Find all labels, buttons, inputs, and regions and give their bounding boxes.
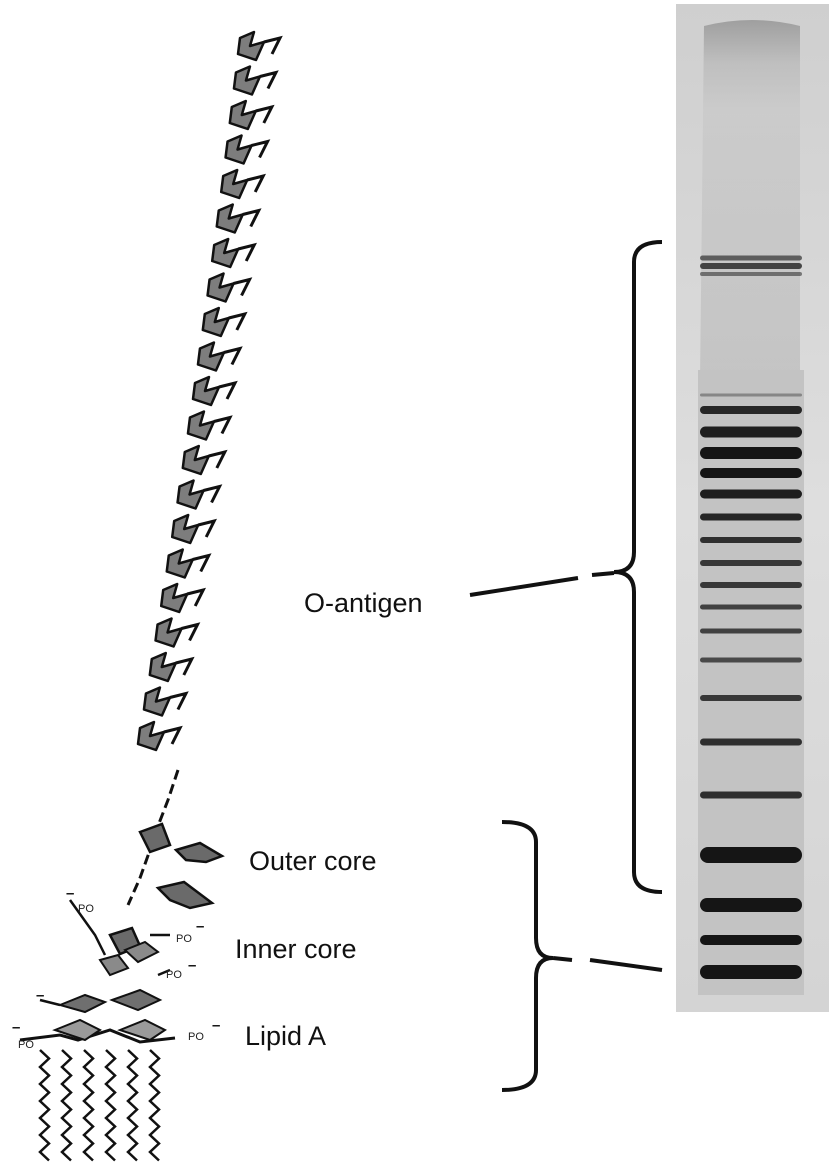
sugar-unit — [193, 377, 235, 405]
gel-band — [700, 490, 802, 499]
sugar-unit — [172, 515, 214, 543]
sugar-unit — [188, 412, 230, 440]
phosphate-label: PO — [166, 969, 182, 981]
gel-band — [700, 468, 802, 478]
sugar-unit — [226, 136, 268, 164]
sugar-unit — [217, 205, 259, 233]
phosphate-label: PO — [176, 933, 192, 945]
gel-band — [700, 695, 802, 701]
gel-band — [700, 560, 802, 566]
sugar-unit — [138, 722, 180, 750]
gel-band — [700, 792, 802, 799]
phosphate-label: PO — [188, 1031, 204, 1043]
gel-band — [700, 739, 802, 746]
gel-band — [700, 582, 802, 588]
lipid-a-label: Lipid A — [245, 1021, 326, 1051]
o-antigen-leader-line — [592, 573, 614, 575]
sugar-unit — [221, 170, 263, 198]
lipid-a-structure — [20, 900, 175, 1161]
sugar-unit — [212, 239, 254, 267]
gel-band — [700, 965, 802, 979]
o-antigen-label: O-antigen — [304, 588, 423, 618]
acyl-chain — [40, 1050, 49, 1161]
core-lipid-bracket — [502, 822, 553, 1090]
inner-core-label: Inner core — [235, 934, 357, 964]
o-antigen-bracket — [614, 242, 662, 892]
core-leader-line — [590, 960, 662, 970]
sugar-unit — [238, 32, 280, 60]
gel-band — [700, 537, 802, 543]
sds-page-gel — [676, 4, 829, 1012]
phosphate-charge: – — [212, 1017, 220, 1034]
phosphate-charge: – — [196, 918, 204, 935]
phosphate-charge: – — [36, 987, 44, 1004]
outer-core-label: Outer core — [249, 846, 377, 876]
sugar-unit — [198, 343, 240, 371]
gel-band — [700, 658, 802, 663]
phosphate-charge: – — [66, 885, 74, 902]
sugar-unit — [230, 101, 272, 129]
gel-band — [700, 605, 802, 610]
sugar-unit — [161, 584, 203, 612]
sugar-unit — [178, 481, 220, 509]
gel-band — [700, 427, 802, 438]
lipid-a-acyl-chains — [40, 1050, 159, 1161]
sugar-unit — [183, 446, 225, 474]
core-sugar — [158, 882, 212, 908]
gel-band — [700, 263, 802, 269]
acyl-chain — [106, 1050, 115, 1161]
sugar-unit — [144, 688, 186, 716]
gel-band — [700, 394, 802, 397]
sugar-unit — [150, 653, 192, 681]
acyl-chain — [84, 1050, 93, 1161]
sugar-unit — [234, 67, 276, 95]
core-sugar — [176, 843, 222, 862]
phosphate-charge: – — [188, 957, 196, 974]
gel-lane-top — [700, 20, 800, 380]
lipid-a-backbone — [20, 900, 175, 1042]
gel-band — [700, 898, 802, 912]
acyl-chain — [128, 1050, 137, 1161]
sugar-unit — [156, 619, 198, 647]
sugar-unit — [167, 550, 209, 578]
gel-band — [700, 935, 802, 945]
o-antigen-chain — [128, 32, 280, 905]
gel-band — [700, 447, 802, 459]
sugar-unit — [208, 274, 250, 302]
phosphate-label: PO — [18, 1039, 34, 1051]
acyl-chain — [150, 1050, 159, 1161]
acyl-chain — [62, 1050, 71, 1161]
gel-band — [700, 256, 802, 261]
core-leader-line — [553, 958, 572, 960]
gel-band — [700, 406, 802, 414]
gel-band — [700, 847, 802, 863]
phosphate-charge: – — [12, 1019, 20, 1036]
phosphate-label: PO — [78, 903, 94, 915]
gel-band — [700, 272, 802, 276]
sugar-unit — [203, 308, 245, 336]
gel-band — [700, 629, 802, 634]
gel-band — [700, 514, 802, 521]
core-sugar — [140, 824, 170, 852]
o-antigen-leader-line — [470, 578, 578, 595]
